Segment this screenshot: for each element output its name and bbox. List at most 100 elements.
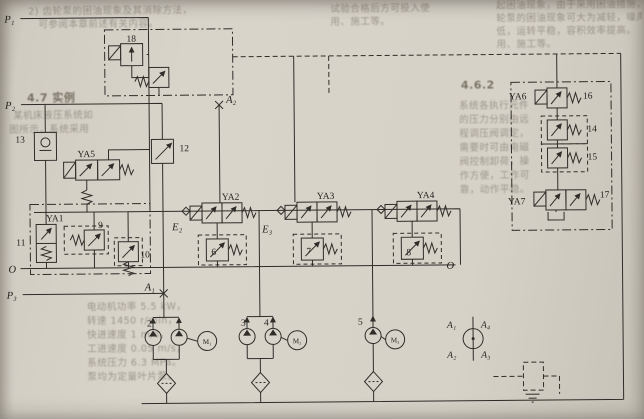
hub-circle	[462, 328, 484, 350]
spring-icon	[436, 205, 452, 217]
chain-stubs	[547, 53, 565, 221]
right-bus-line	[141, 53, 625, 405]
label-hub-a2: A₂	[446, 351, 457, 361]
filter-icon	[250, 371, 271, 394]
hydraulic-diagram	[20, 17, 625, 405]
pump-icon	[238, 328, 256, 346]
relief-assembly-left	[29, 202, 152, 277]
solenoid-diagonal	[189, 205, 203, 221]
pilot-vertical-line	[293, 56, 296, 203]
bg-text-line: 用、施工等。	[497, 38, 557, 51]
bg-text-line: 某机床液压系统如	[13, 109, 93, 122]
spring-icon	[422, 242, 438, 254]
label-16: 16	[583, 92, 593, 102]
valve15-body	[546, 147, 569, 169]
label-18: 18	[126, 35, 136, 45]
pump-icon	[364, 326, 382, 345]
bg-text-line: 快进速度 1 m/s，	[87, 328, 170, 341]
bg-text-line: 轮泵的困油现象可大为减轻，噪声降	[496, 11, 644, 24]
label-ya7: YA7	[508, 197, 526, 207]
filter-icon	[363, 370, 384, 393]
solenoid-diagonal	[108, 45, 121, 61]
bg-text-line: 泵均为定量叶片泵。	[87, 370, 177, 383]
bg-text-line: 的压力分别由远	[459, 113, 529, 126]
solenoid-valve-ya3	[284, 201, 352, 223]
label-13: 13	[15, 136, 25, 146]
relief-valve-8	[392, 221, 442, 266]
spring-icon	[119, 164, 135, 176]
relief-valve-7	[292, 222, 342, 267]
assembly-box-left	[29, 202, 152, 276]
label-10: 10	[140, 251, 150, 261]
label-hub-a3: A₃	[480, 351, 490, 361]
bg-text-line: 工进速度 0.05 m/s，	[87, 342, 186, 355]
hub-dashed-links	[493, 375, 561, 394]
valve16-body	[546, 87, 568, 109]
diagram-labels: P₁ P₂ P₃ O O A₂ A₁ E₂ E₃ 18 13 12 YA5 YA…	[3, 15, 609, 361]
bg-text-line: 阀控制卸荷，操	[460, 155, 530, 168]
unit18-stubs	[131, 54, 160, 96]
label-p3: P₃	[6, 291, 18, 302]
label-15: 15	[588, 153, 598, 163]
remote-control-unit	[510, 53, 613, 231]
main-manifold-line	[20, 208, 461, 270]
throttle-valve-12	[150, 138, 175, 164]
motor-m2-icon	[287, 330, 308, 351]
solenoid-valve-ya5	[63, 159, 135, 213]
label-9: 9	[98, 221, 103, 231]
bg-text-line: 程调压阀调定，	[459, 127, 529, 140]
label-m3: M₃	[391, 336, 400, 344]
port-hub	[462, 316, 561, 403]
solenoid-diagonal	[534, 89, 548, 105]
valve9-dashed-box	[63, 225, 109, 255]
bg-text-line: 系统各执行元件	[459, 99, 529, 112]
pump-motor-shafts	[186, 336, 386, 342]
label-ya5: YA5	[77, 150, 95, 160]
label-4: 4	[264, 318, 269, 328]
solenoid-diagonal	[384, 204, 398, 219]
solenoid-diagonal	[533, 191, 547, 207]
bg-text-line: 图所示，系统采用	[9, 123, 89, 136]
bg-text-line: 2) 齿轮泵的困油现象及其消除方法，	[28, 4, 192, 17]
spring-icon	[81, 189, 93, 205]
relief-valve-6	[197, 222, 247, 267]
label-o-left: O	[8, 265, 16, 276]
p1-supply-line	[20, 17, 151, 212]
motor-m1-icon	[197, 331, 218, 352]
bg-section-number: 4.6.2	[461, 78, 495, 91]
valve17-body	[545, 189, 567, 211]
label-ya4: YA4	[417, 191, 435, 201]
label-7: 7	[306, 247, 311, 257]
spring-icon	[336, 206, 352, 218]
bg-section-heading: 4.7 实例	[27, 90, 75, 104]
pump-group	[144, 209, 406, 404]
label-12: 12	[179, 144, 189, 154]
spring-icon	[567, 152, 583, 164]
tank-ground-icon	[525, 393, 540, 403]
valve14-dashed-box	[540, 115, 588, 145]
solenoid-diagonal	[63, 161, 76, 179]
label-a1: A₁	[144, 282, 155, 293]
spring-icon	[241, 207, 257, 219]
bg-text-line: 电动机功率 5.5 kW，	[87, 300, 187, 313]
label-e3: E₃	[261, 224, 273, 235]
pilot-valve-arrow	[152, 70, 166, 84]
valve15-dashed-box	[540, 143, 589, 173]
bg-text-line: 靠，动作平稳。	[460, 183, 530, 196]
solenoid-valve-ya2	[189, 202, 257, 224]
bg-text-line: 低，运转平稳，容积效率提高。	[496, 24, 636, 37]
p3-line	[22, 292, 164, 296]
p2-supply-line	[21, 102, 164, 225]
label-11: 11	[16, 239, 25, 249]
check-valve-13	[33, 131, 58, 162]
hub-dashed-box	[522, 361, 545, 391]
pump-icon	[264, 327, 282, 346]
label-8: 8	[406, 248, 411, 258]
label-hub-a1: A₁	[446, 321, 456, 331]
motor-m3-icon	[385, 329, 406, 350]
a2-pilot-riser	[218, 104, 221, 203]
bg-text-line: 用、施工等。	[330, 15, 390, 28]
spring-icon	[69, 234, 85, 246]
